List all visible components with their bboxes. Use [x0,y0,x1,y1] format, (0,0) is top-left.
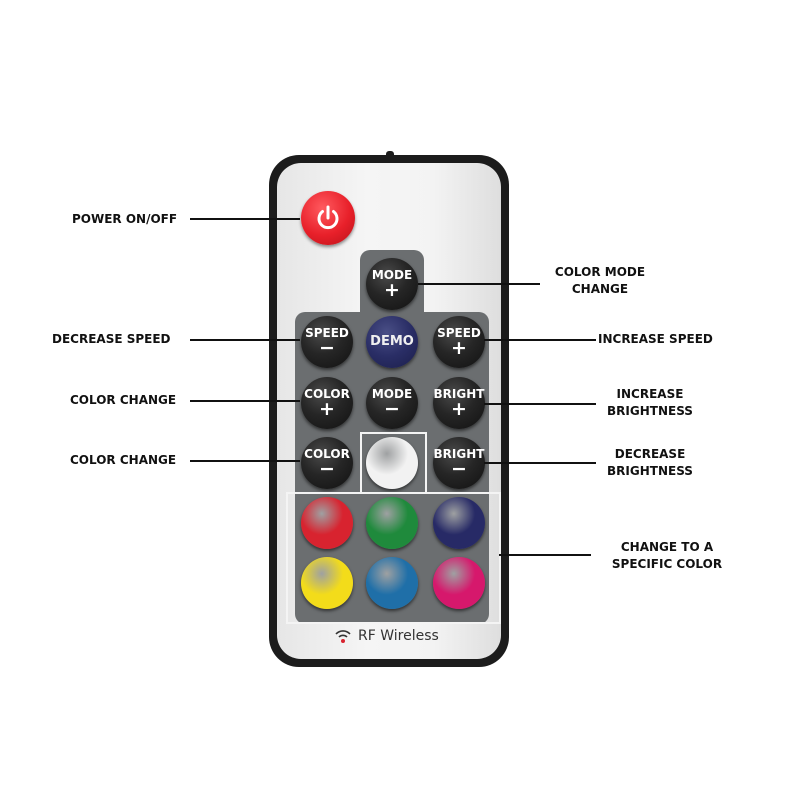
rf-wireless-label: RF Wireless [334,626,439,646]
power-button[interactable] [301,191,355,245]
mode-minus-button[interactable]: MODE − [366,377,418,429]
minus-symbol: − [384,398,400,420]
callout-decrease-brightness-line-1: DECREASE [614,447,686,461]
callout-increase-brightness-line-1: INCREASE [616,387,684,401]
plus-symbol: + [384,279,400,301]
color-button-yellow[interactable] [301,557,353,609]
plus-symbol: + [451,337,467,359]
color-minus-label: COLOR [304,447,350,461]
mode-plus-label: MODE [371,268,413,282]
remote-top-nub [386,151,394,157]
callout-decrease-brightness-line-2: BRIGHTNESS [607,464,693,478]
speed-plus-label: SPEED [437,326,481,340]
leader-line-power [190,218,300,220]
leader-line-color-mode-change [418,283,540,285]
callout-specific-color: CHANGE TO A SPECIFIC COLOR [592,539,742,573]
callout-color-mode-line-1: COLOR MODE [554,265,646,279]
color-plus-label: COLOR [304,387,350,401]
speed-minus-label: SPEED [305,326,349,340]
leader-line-color-change-down [190,460,300,462]
plus-symbol: + [319,398,335,420]
color-button-magenta[interactable] [433,557,485,609]
callout-color-change-up: COLOR CHANGE [70,393,177,407]
power-icon [317,205,339,230]
callout-decrease-speed: DECREASE SPEED [52,332,171,346]
color-button-blue[interactable] [366,557,418,609]
color-button-navy[interactable] [433,497,485,549]
demo-button[interactable]: DEMO [366,316,418,368]
bright-minus-label: BRIGHT [433,447,485,461]
callout-power: POWER ON/OFF [72,212,178,226]
wireless-signal-icon [335,630,351,643]
demo-label: DEMO [370,334,414,349]
color-minus-button[interactable]: COLOR − [301,437,353,489]
callout-increase-speed: INCREASE SPEED [598,332,713,346]
bright-plus-button[interactable]: BRIGHT + [433,377,485,429]
minus-symbol: − [319,458,335,480]
rf-wireless-text: RF Wireless [358,628,439,644]
speed-minus-button[interactable]: SPEED − [301,316,353,368]
plus-symbol: + [451,398,467,420]
color-button-red[interactable] [301,497,353,549]
color-button-white[interactable] [366,437,418,489]
callout-color-mode-line-2: CHANGE [571,282,629,296]
leader-line-increase-speed [484,339,596,341]
leader-line-color-change-up [190,400,300,402]
callout-color-change-down: COLOR CHANGE [70,453,177,467]
speed-plus-button[interactable]: SPEED + [433,316,485,368]
callout-increase-brightness-line-2: BRIGHTNESS [607,404,693,418]
color-plus-button[interactable]: COLOR + [301,377,353,429]
leader-line-decrease-brightness [484,462,596,464]
callout-specific-color-line-2: SPECIFIC COLOR [611,557,723,571]
callout-specific-color-line-1: CHANGE TO A [620,540,714,554]
callout-color-mode-change: COLOR MODE CHANGE [530,264,670,298]
mode-plus-button[interactable]: MODE + [366,258,418,310]
leader-line-specific-color [499,554,591,556]
bright-minus-button[interactable]: BRIGHT − [433,437,485,489]
mode-minus-label: MODE [371,387,413,401]
bright-plus-label: BRIGHT [433,387,485,401]
minus-symbol: − [451,458,467,480]
minus-symbol: − [319,337,335,359]
callout-increase-brightness: INCREASE BRIGHTNESS [580,386,720,420]
callout-decrease-brightness: DECREASE BRIGHTNESS [580,446,720,480]
leader-line-increase-brightness [484,403,596,405]
color-button-green[interactable] [366,497,418,549]
leader-line-decrease-speed [190,339,300,341]
